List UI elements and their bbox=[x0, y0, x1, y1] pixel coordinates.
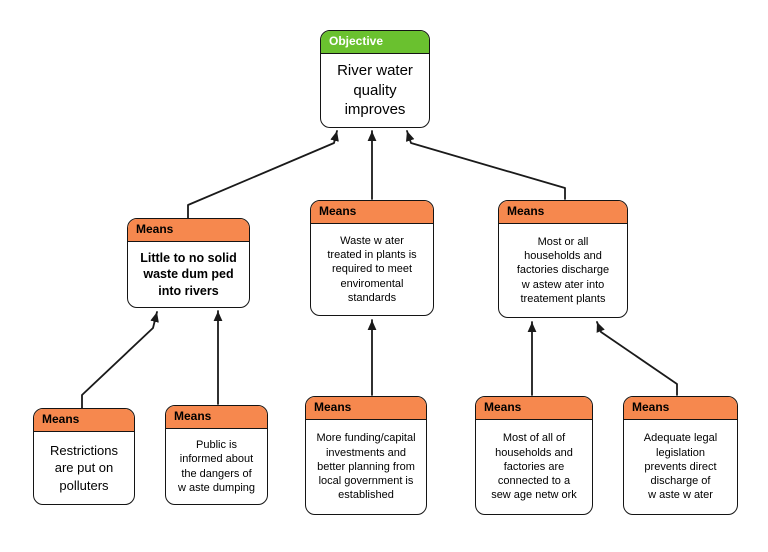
edge-legislation-to-discharge-plants bbox=[596, 321, 678, 396]
node-means-sewage-network: Means Most of all of households and fact… bbox=[475, 396, 593, 515]
node-means-restrictions: Means Restrictions are put on polluters bbox=[33, 408, 135, 505]
node-sewage-network-type-label: Means bbox=[484, 400, 522, 414]
node-public-informed-text: Public is informed about the dangers of … bbox=[177, 438, 256, 494]
node-treatment-standards-text: Waste w ater treated in plants is requir… bbox=[327, 234, 417, 304]
edge-restrictions-to-solid-waste bbox=[81, 311, 159, 409]
node-discharge-plants-header: Means bbox=[499, 201, 627, 224]
node-objective-text: River water quality improves bbox=[337, 62, 413, 119]
node-legislation-text: Adequate legal legislation prevents dire… bbox=[643, 432, 718, 502]
node-means-legislation: Means Adequate legal legislation prevent… bbox=[623, 396, 738, 515]
node-funding-planning-text: More funding/capital investments and bet… bbox=[316, 432, 416, 502]
node-discharge-plants-type-label: Means bbox=[507, 204, 545, 218]
node-means-public-informed: Means Public is informed about the dange… bbox=[165, 405, 268, 505]
node-means-discharge-plants: Means Most or all households and factori… bbox=[498, 200, 628, 318]
node-restrictions-type-label: Means bbox=[42, 412, 80, 426]
node-public-informed-header: Means bbox=[166, 406, 267, 429]
node-funding-planning-type-label: Means bbox=[314, 400, 352, 414]
edge-discharge-plants-to-objective bbox=[405, 130, 566, 200]
node-means-solid-waste: Means Little to no solid waste dum ped i… bbox=[127, 218, 250, 308]
node-legislation-type-label: Means bbox=[632, 400, 670, 414]
node-discharge-plants-text: Most or all households and factories dis… bbox=[516, 235, 610, 305]
node-means-funding-planning: Means More funding/capital investments a… bbox=[305, 396, 427, 515]
node-funding-planning-header: Means bbox=[306, 397, 426, 420]
edge-solid-waste-to-objective bbox=[187, 130, 339, 219]
node-sewage-network-header: Means bbox=[476, 397, 592, 420]
node-sewage-network-text: Most of all of households and factories … bbox=[491, 432, 577, 502]
node-legislation-header: Means bbox=[624, 397, 737, 420]
node-means-treatment-standards: Means Waste w ater treated in plants is … bbox=[310, 200, 434, 316]
node-restrictions-text: Restrictions are put on polluters bbox=[50, 442, 118, 493]
node-public-informed-type-label: Means bbox=[174, 409, 212, 423]
node-solid-waste-text: Little to no solid waste dum ped into ri… bbox=[140, 251, 237, 298]
node-objective: Objective River water quality improves bbox=[320, 30, 430, 128]
node-treatment-standards-type-label: Means bbox=[319, 204, 357, 218]
node-solid-waste-type-label: Means bbox=[136, 222, 174, 236]
node-solid-waste-header: Means bbox=[128, 219, 249, 242]
node-treatment-standards-header: Means bbox=[311, 201, 433, 224]
node-objective-type-label: Objective bbox=[329, 34, 384, 48]
node-objective-header: Objective bbox=[321, 31, 429, 54]
node-restrictions-header: Means bbox=[34, 409, 134, 432]
